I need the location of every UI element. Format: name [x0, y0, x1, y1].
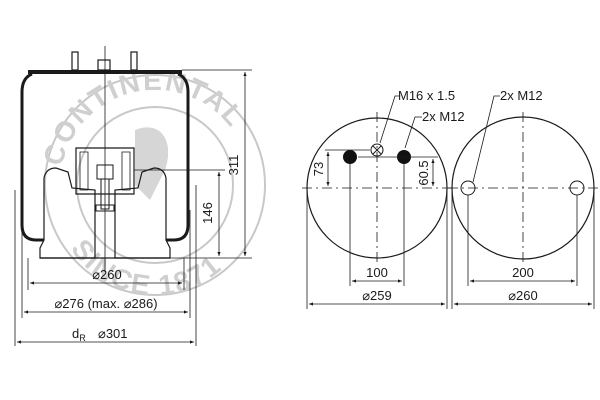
- dim-bottom-plate-dia-label: ⌀260: [508, 288, 538, 303]
- dim-stud-spacing-label: 100: [366, 265, 388, 280]
- dim-311-label: 311: [226, 155, 241, 176]
- bottom-plate-view: 2x M12 200 ⌀260: [448, 88, 598, 309]
- stud-hole-left: [343, 150, 357, 164]
- dim-hole-spacing-label: 200: [512, 265, 534, 280]
- dim-top-plate-dia-label: ⌀259: [362, 288, 392, 303]
- label-studs: 2x M12: [422, 109, 465, 124]
- dim-bellows-dia-label: ⌀276 (max. ⌀286): [54, 296, 157, 311]
- leader-center-thread: [379, 95, 400, 144]
- label-center-thread: M16 x 1.5: [398, 88, 455, 103]
- stud-right: [130, 51, 138, 71]
- label-holes: 2x M12: [500, 88, 543, 103]
- bump-stop: [75, 147, 135, 195]
- top-plate-view: M16 x 1.5 2x M12 73 60.5 100 ⌀259: [302, 88, 465, 309]
- side-view-dimensions: 311 146 ⌀260 ⌀276 (max. ⌀286) dR ⌀301: [14, 69, 252, 346]
- leader-holes: [472, 95, 500, 183]
- watermark-bottom-text: SINCE 1871: [65, 233, 227, 301]
- dim-73-label: 73: [311, 162, 326, 176]
- stud-left: [71, 51, 79, 71]
- dim-rolling-dia-label: ⌀301: [98, 326, 128, 341]
- center-thread-symbol: [370, 143, 384, 157]
- dim-146-label: 146: [200, 202, 215, 224]
- dim-rolling-dia-symbol: dR: [72, 326, 86, 343]
- dim-60-5-label: 60.5: [416, 160, 431, 185]
- center-fitting: [97, 59, 111, 71]
- leader-studs: [404, 116, 422, 149]
- dim-piston-dia-label: ⌀260: [92, 267, 122, 282]
- bellows-right: [166, 72, 190, 242]
